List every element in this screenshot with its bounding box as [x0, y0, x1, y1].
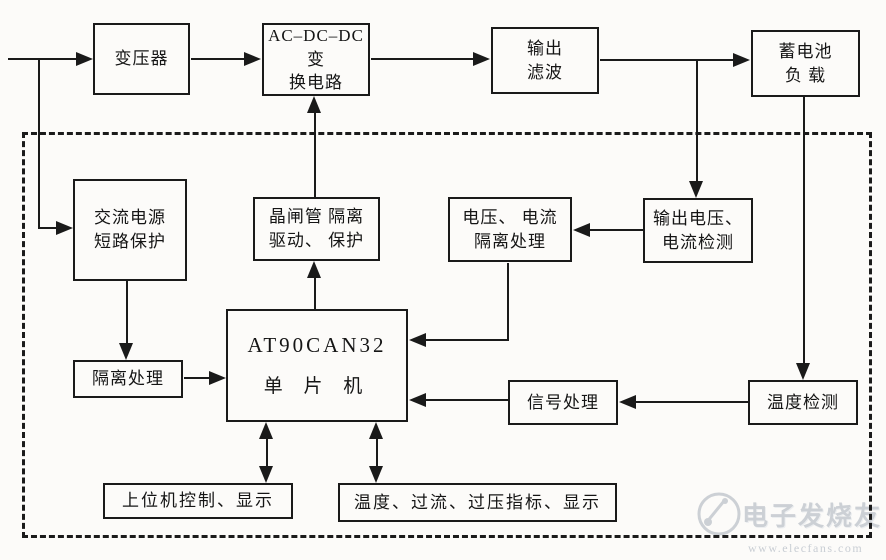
box-output-filter-line2: 滤波: [527, 62, 563, 82]
box-transformer-label: 变压器: [114, 49, 169, 69]
box-signal-process: 信号处理: [508, 380, 618, 425]
arrow-transformer-to-converter: [244, 52, 261, 66]
arrow-battery-to-temp: [796, 363, 810, 380]
line-vi-isolate-down: [507, 263, 509, 341]
line-transformer-to-converter: [191, 58, 244, 60]
elecfans-logo-icon: [697, 492, 741, 536]
controller-boundary: [22, 132, 872, 538]
box-converter-line2: 换电路: [289, 73, 343, 93]
box-converter: AC–DC–DC变 换电路: [262, 23, 370, 96]
box-ac-short-protect-line2: 短路保护: [94, 232, 166, 251]
box-out-vi-detect: 输出电压、 电流检测: [643, 198, 753, 263]
box-mcu-model: AT90CAN32: [247, 332, 387, 357]
box-thyristor-drive: 晶闸管 隔离 驱动、 保护: [253, 197, 380, 261]
arrow-mcu-host-up: [259, 422, 273, 439]
line-thyristor-to-converter: [314, 113, 316, 197]
box-output-filter: 输出 滤波: [491, 27, 599, 94]
line-signal-to-mcu: [426, 399, 508, 401]
box-vi-isolate-line2: 隔离处理: [474, 231, 546, 251]
line-filter-to-battery: [600, 59, 733, 61]
arrow-mcu-indicators-down: [369, 466, 383, 483]
line-mains-input: [8, 58, 76, 60]
arrow-mains-to-transformer: [76, 52, 93, 66]
box-converter-line1: AC–DC–DC变: [268, 25, 364, 69]
box-temp-detect-label: 温度检测: [767, 392, 839, 412]
box-isolate-process: 隔离处理: [73, 360, 183, 398]
arrow-thyristor-to-converter: [307, 96, 321, 113]
line-mains-branch-right: [38, 227, 56, 229]
box-host-control: 上位机控制、显示: [103, 483, 293, 519]
line-mcu-indicators: [376, 437, 378, 467]
arrow-converter-to-filter: [473, 52, 490, 66]
box-thyristor-drive-line2: 驱动、 保护: [268, 231, 365, 250]
watermark: 电子发烧友 www.elecfans.com: [696, 489, 882, 556]
box-vi-isolate-line1: 电压、 电流: [462, 207, 558, 227]
box-transformer: 变压器: [93, 23, 190, 95]
box-ac-short-protect-line1: 交流电源: [94, 208, 166, 228]
arrow-detect-to-vi-isolate: [573, 223, 590, 237]
box-mcu-label: 单 片 机: [263, 375, 371, 397]
line-mcu-to-thyristor: [314, 278, 316, 309]
line-battery-to-temp: [803, 97, 805, 363]
box-out-vi-detect-line2: 电流检测: [662, 232, 734, 252]
arrow-signal-to-mcu: [409, 393, 426, 407]
arrow-ac-protect-to-isolate: [119, 343, 133, 360]
arrow-isolate-to-mcu: [209, 371, 226, 385]
arrow-mains-to-ac-protect: [56, 221, 73, 235]
line-temp-to-signal: [636, 401, 748, 403]
arrow-mcu-indicators-up: [369, 422, 383, 439]
box-signal-process-label: 信号处理: [527, 392, 599, 412]
box-indicators: 温度、过流、过压指标、显示: [338, 483, 617, 522]
box-temp-detect: 温度检测: [748, 380, 858, 425]
line-mcu-host: [266, 437, 268, 467]
box-output-filter-line1: 输出: [527, 38, 563, 58]
watermark-brand: 电子发烧友: [741, 501, 882, 531]
box-battery-load-line2: 负 载: [784, 65, 827, 85]
line-branch-to-vi-detect: [696, 59, 698, 181]
arrow-vi-isolate-to-mcu: [409, 333, 426, 347]
line-vi-isolate-to-mcu: [426, 339, 509, 341]
box-indicators-label: 温度、过流、过压指标、显示: [354, 492, 601, 512]
box-isolate-process-label: 隔离处理: [92, 369, 164, 389]
box-battery-load-line1: 蓄电池: [778, 41, 833, 61]
line-ac-protect-to-isolate: [126, 281, 128, 343]
line-converter-to-filter: [371, 58, 473, 60]
box-host-control-label: 上位机控制、显示: [122, 491, 274, 511]
box-ac-short-protect: 交流电源 短路保护: [73, 179, 187, 281]
arrow-filter-to-battery: [733, 53, 750, 67]
box-battery-load: 蓄电池 负 载: [751, 30, 860, 97]
line-detect-to-vi-isolate: [590, 229, 643, 231]
arrow-mcu-host-down: [259, 466, 273, 483]
box-thyristor-drive-line1: 晶闸管 隔离: [268, 207, 365, 227]
watermark-url: www.elecfans.com: [747, 541, 864, 555]
arrow-to-vi-detect: [689, 181, 703, 198]
line-mains-branch-down: [38, 58, 40, 229]
arrow-temp-to-signal: [619, 395, 636, 409]
box-vi-isolate: 电压、 电流 隔离处理: [448, 197, 572, 262]
box-out-vi-detect-line1: 输出电压、: [653, 208, 743, 228]
box-mcu: AT90CAN32 单 片 机: [226, 309, 408, 422]
line-isolate-to-mcu: [184, 377, 209, 379]
arrow-mcu-to-thyristor: [307, 261, 321, 278]
